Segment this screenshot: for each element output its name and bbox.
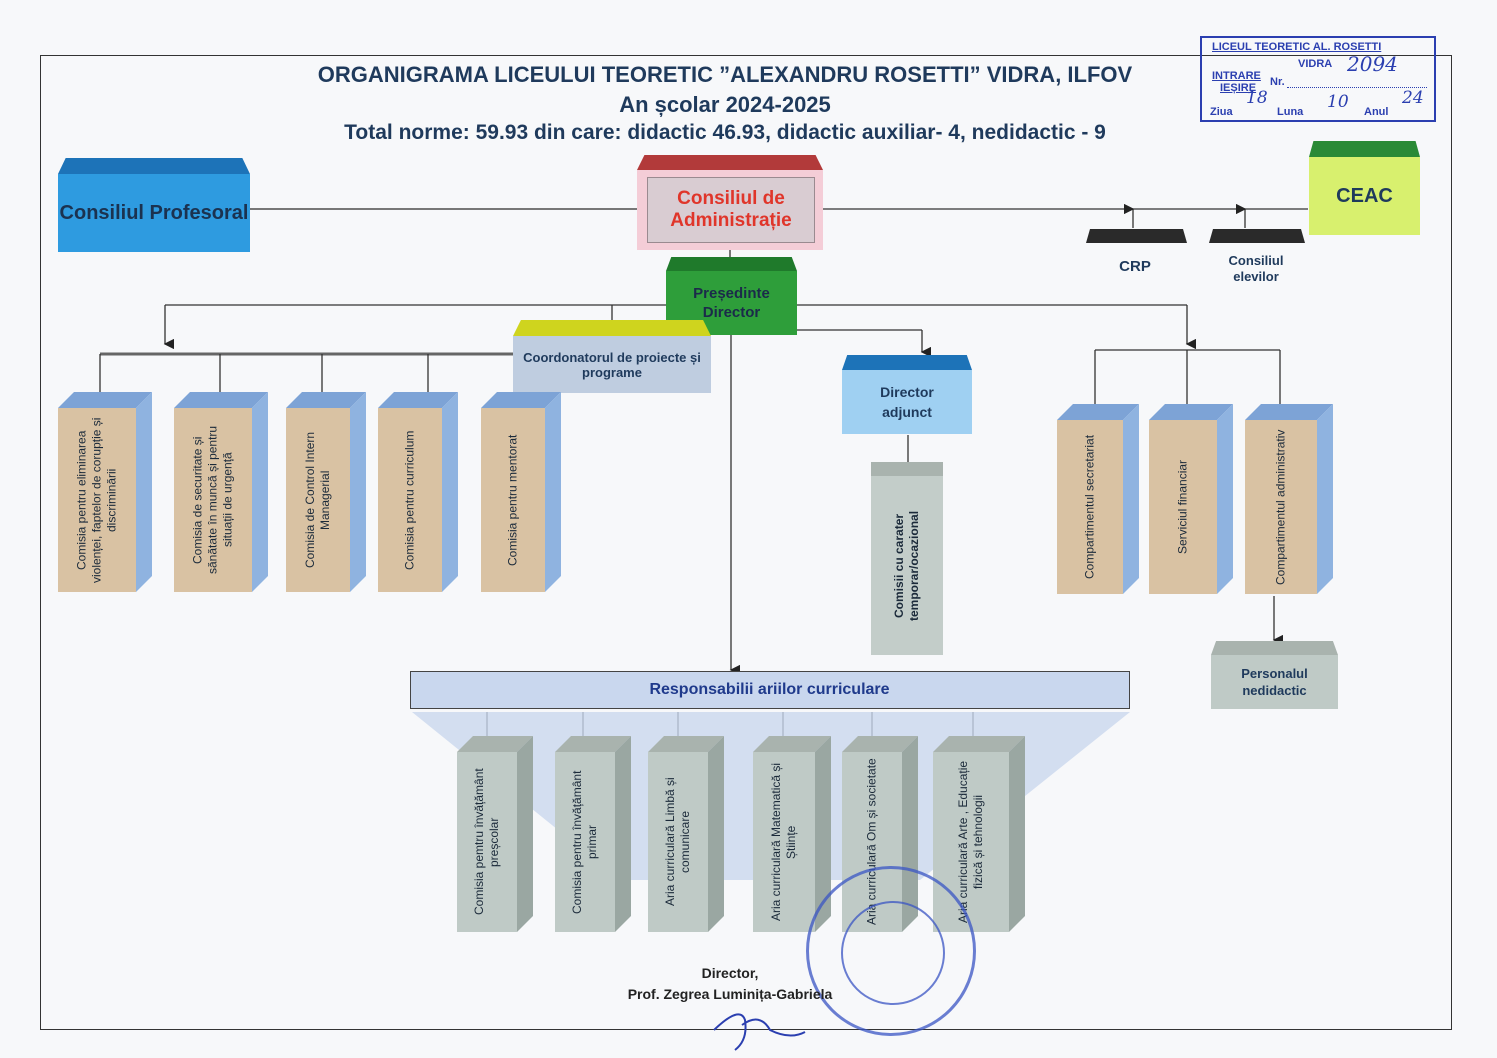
school-seal xyxy=(806,866,976,1036)
signature-scribble xyxy=(713,1013,806,1051)
commission-2-label: Comisia de securitate și sănătate în mun… xyxy=(174,408,252,592)
area-4-label: Aria curriculară Matematică și Științe xyxy=(753,752,815,932)
department-3-label: Compartimentul administrativ xyxy=(1245,420,1317,594)
area-1-label: Comisia pemtru învățământ preșcolar xyxy=(457,752,517,932)
commission-5-box: Comisia pentru mentorat xyxy=(481,392,561,592)
consiliul-profesoral-label: Consiliul Profesoral xyxy=(58,174,250,252)
area-2-box: Comisia pentru învățământ primar xyxy=(555,736,631,932)
consiliul-administratie-box: Consiliul de Administrație xyxy=(637,155,823,250)
commission-4-box: Comisia pentru curriculum xyxy=(378,392,458,592)
commission-2-box: Comisia de securitate și sănătate în mun… xyxy=(174,392,268,592)
signature-role: Director, xyxy=(701,965,759,981)
department-1-box: Compartimentul secretariat xyxy=(1057,404,1139,594)
stamp-nr-label: Nr. xyxy=(1270,76,1285,88)
coordonator-box: Coordonatorul de proiecte și programe xyxy=(513,320,711,393)
area-6-box: Aria curriculară Arte , Educație fizică … xyxy=(933,736,1025,932)
consiliul-elevilor-label: Consiliul elevilor xyxy=(1228,253,1284,284)
school-year: An școlar 2024-2025 xyxy=(619,92,831,117)
department-2-box: Serviciul financiar xyxy=(1149,404,1233,594)
consiliul-administratie-label: Consiliul de Administrație xyxy=(647,177,815,243)
commission-3-box: Comisia de Control Intern Managerial xyxy=(286,392,366,592)
area-2-label: Comisia pentru învățământ primar xyxy=(555,752,615,932)
ceac-box: CEAC xyxy=(1309,141,1420,235)
norms-summary: Total norme: 59.93 din care: didactic 46… xyxy=(344,121,1106,144)
stamp-school: LICEUL TEORETIC AL. ROSETTI xyxy=(1212,41,1382,53)
commission-4-label: Comisia pentru curriculum xyxy=(378,408,442,592)
comisii-temporare-box: Comisii cu carater temporar/ocazional xyxy=(871,462,943,655)
department-1-label: Compartimentul secretariat xyxy=(1057,420,1123,594)
registration-stamp: LICEUL TEORETIC AL. ROSETTI VIDRA 2094 I… xyxy=(1200,36,1436,122)
stamp-day-label: Ziua xyxy=(1210,106,1233,118)
commission-1-label: Comisia pentru eliminarea violenței, fap… xyxy=(58,408,136,592)
stamp-year: 24 xyxy=(1402,88,1424,108)
personal-nedidactic-label: Personalul nedidactic xyxy=(1211,655,1338,709)
stamp-town: VIDRA xyxy=(1298,58,1333,70)
area-3-label: Aria curriculară Limbă și comunicare xyxy=(648,752,708,932)
stamp-in: INTRARE xyxy=(1212,70,1261,82)
responsabili-label: Responsabilii ariilor curriculare xyxy=(649,680,890,698)
personal-nedidactic-box: Personalul nedidactic xyxy=(1211,641,1338,709)
chart-title: ORGANIGRAMA LICEULUI TEORETIC ”ALEXANDRU… xyxy=(317,62,1133,87)
signature-name: Prof. Zegrea Luminița-Gabriela xyxy=(627,986,833,1002)
stamp-month: 10 xyxy=(1327,92,1349,112)
stamp-year-label: Anul xyxy=(1364,106,1389,118)
department-3-box: Compartimentul administrativ xyxy=(1245,404,1333,594)
area-1-box: Comisia pemtru învățământ preșcolar xyxy=(457,736,533,932)
consiliul-profesoral-box: Consiliul Profesoral xyxy=(58,158,250,252)
stamp-number: 2094 xyxy=(1347,52,1398,76)
responsabili-bar: Responsabilii ariilor curriculare xyxy=(410,671,1130,709)
area-4-box: Aria curriculară Matematică și Științe xyxy=(753,736,831,932)
area-3-box: Aria curriculară Limbă și comunicare xyxy=(648,736,724,932)
stamp-day: 18 xyxy=(1246,88,1268,108)
ceac-label: CEAC xyxy=(1309,157,1420,235)
stamp-month-label: Luna xyxy=(1277,106,1304,118)
commission-3-label: Comisia de Control Intern Managerial xyxy=(286,408,350,592)
director-adjunct-label: Director adjunct xyxy=(842,370,972,434)
stamp-nr-line xyxy=(1287,86,1427,88)
stamp-out: IEȘIRE xyxy=(1220,82,1257,94)
crp-label: CRP xyxy=(1119,258,1151,275)
comisii-temporare-label: Comisii cu carater temporar/ocazional xyxy=(871,476,943,655)
commission-1-box: Comisia pentru eliminarea violenței, fap… xyxy=(58,392,152,592)
commission-5-label: Comisia pentru mentorat xyxy=(481,408,545,592)
department-2-label: Serviciul financiar xyxy=(1149,420,1217,594)
director-adjunct-box: Director adjunct xyxy=(842,355,972,434)
coordonator-label: Coordonatorul de proiecte și programe xyxy=(513,336,711,393)
